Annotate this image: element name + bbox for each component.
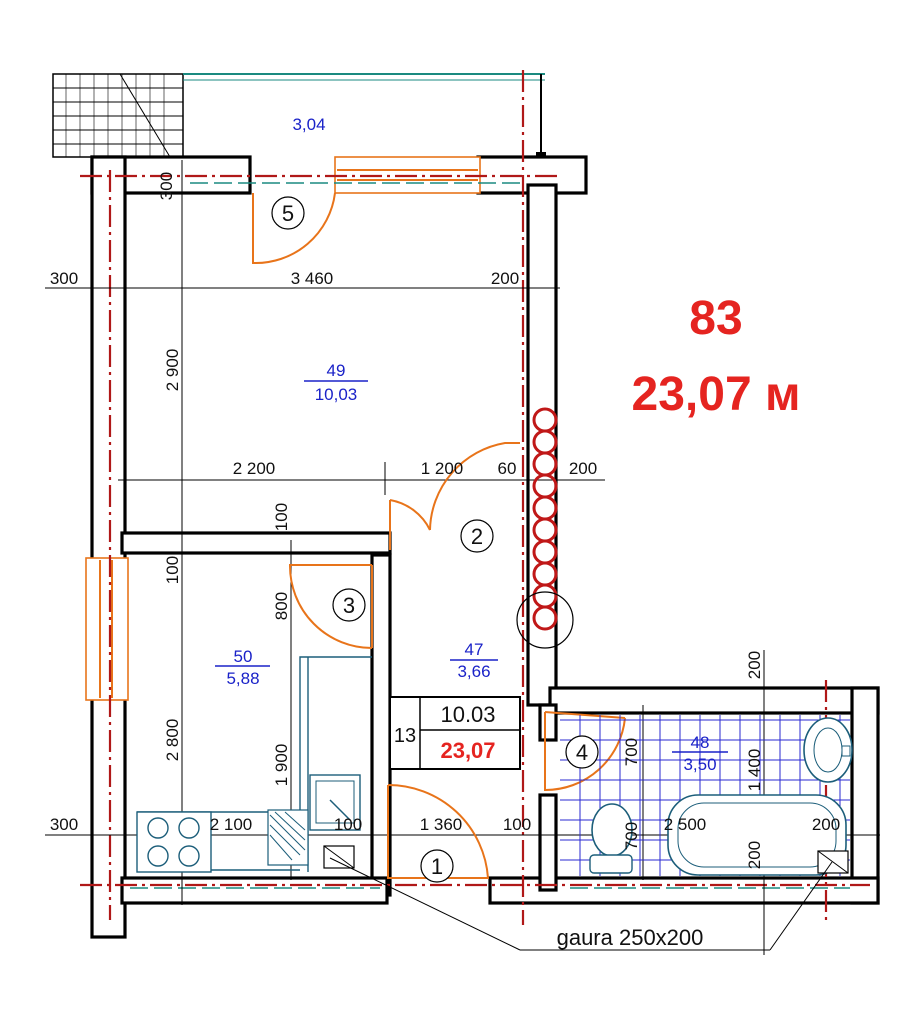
dim-label: 60 <box>498 459 517 478</box>
dim-label: 2 800 <box>163 719 182 762</box>
legend-floor: 13 <box>394 725 416 747</box>
dim-label: 200 <box>745 651 764 679</box>
left-window <box>85 557 129 701</box>
dim-label: 2 100 <box>210 815 253 834</box>
ventilation-shafts <box>516 407 574 649</box>
room-number-5: 5 <box>282 201 294 226</box>
balcony-railing <box>183 73 546 162</box>
dim-label: 100 <box>163 556 182 584</box>
room-area-bathroom: 3,50 <box>683 755 716 774</box>
legend-area-top: 10.03 <box>440 702 495 727</box>
bath-fixtures <box>589 717 853 876</box>
dim-label: 800 <box>272 592 291 620</box>
dim-label: 200 <box>745 841 764 869</box>
dim-label: 1 200 <box>421 459 464 478</box>
balcony-tiles <box>52 73 184 158</box>
kitchen-fixtures <box>136 656 372 873</box>
room-code-bathroom: 48 <box>691 733 710 752</box>
area-underlines <box>215 380 728 753</box>
room-area-hall: 3,66 <box>457 662 490 681</box>
room-number-4: 4 <box>576 740 588 765</box>
dim-label: 100 <box>503 815 531 834</box>
hole-leaders <box>329 857 833 951</box>
dim-label: 300 <box>50 269 78 288</box>
apartment-number: 83 <box>689 292 742 345</box>
dim-label: 200 <box>569 459 597 478</box>
legend-area-bottom: 23,07 <box>440 738 495 763</box>
room-area-balcony: 3,04 <box>292 115 325 134</box>
apartment-area: 23,07 м <box>632 368 801 421</box>
dim-label: 700 <box>622 738 641 766</box>
dim-label: 1 900 <box>272 744 291 787</box>
dim-label: 100 <box>272 503 291 531</box>
dim-label: 2 500 <box>664 815 707 834</box>
dim-label: 2 200 <box>233 459 276 478</box>
dim-label: 100 <box>334 815 362 834</box>
dim-label: 2 900 <box>163 349 182 392</box>
room-area-kitchen: 5,88 <box>226 669 259 688</box>
hole-label: gaura 250x200 <box>557 925 704 950</box>
dim-label: 300 <box>50 815 78 834</box>
dim-label: 200 <box>812 815 840 834</box>
room-number-2: 2 <box>471 524 483 549</box>
room-number-3: 3 <box>343 593 355 618</box>
legend-box <box>389 696 521 770</box>
room-number-1: 1 <box>431 854 443 879</box>
dim-label: 200 <box>491 269 519 288</box>
dim-label: 700 <box>622 822 641 850</box>
room-circles <box>271 196 599 883</box>
room-code-kitchen: 50 <box>234 647 253 666</box>
dim-label: 300 <box>157 172 176 200</box>
dim-label: 1 360 <box>420 815 463 834</box>
room-code-living: 49 <box>327 361 346 380</box>
dim-label: 3 460 <box>291 269 334 288</box>
teal-guides <box>130 182 850 889</box>
dim-label: 1 400 <box>745 749 764 792</box>
room-area-living: 10,03 <box>315 385 358 404</box>
room-code-hall: 47 <box>465 640 484 659</box>
doors <box>252 192 626 879</box>
